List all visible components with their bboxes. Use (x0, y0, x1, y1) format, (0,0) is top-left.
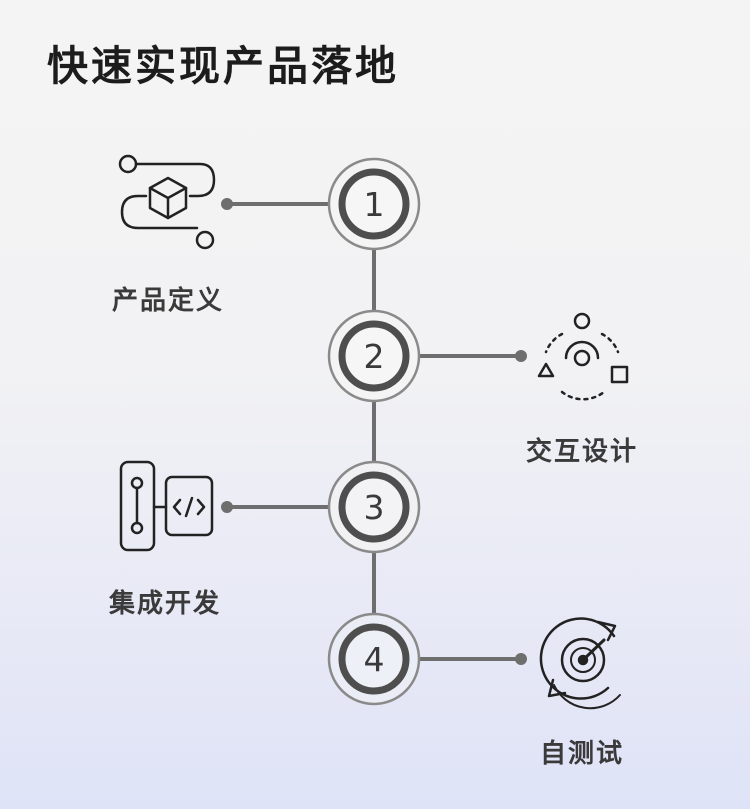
step-node-3: 3 (327, 460, 421, 554)
target-cycle-icon (539, 617, 621, 710)
connector-3 (221, 501, 328, 513)
connector-2 (420, 350, 527, 362)
step-node-1: 1 (327, 157, 421, 251)
step-label-2: 交互设计 (525, 437, 638, 467)
page-title: 快速实现产品落地 (47, 42, 399, 90)
step-node-4: 4 (327, 612, 421, 706)
interaction-shapes-icon (537, 312, 629, 401)
step-label-3: 集成开发 (108, 589, 221, 619)
step-label-4: 自测试 (539, 739, 624, 769)
step-number-2: 2 (364, 337, 385, 376)
code-integration-icon (119, 460, 214, 552)
step-node-2: 2 (327, 309, 421, 403)
connector-1 (221, 198, 328, 210)
product-box-icon (118, 154, 216, 250)
step-label-1: 产品定义 (111, 286, 224, 316)
step-number-1: 1 (364, 185, 385, 224)
step-number-3: 3 (364, 488, 385, 527)
connector-4 (420, 653, 527, 665)
step-number-4: 4 (364, 640, 385, 679)
